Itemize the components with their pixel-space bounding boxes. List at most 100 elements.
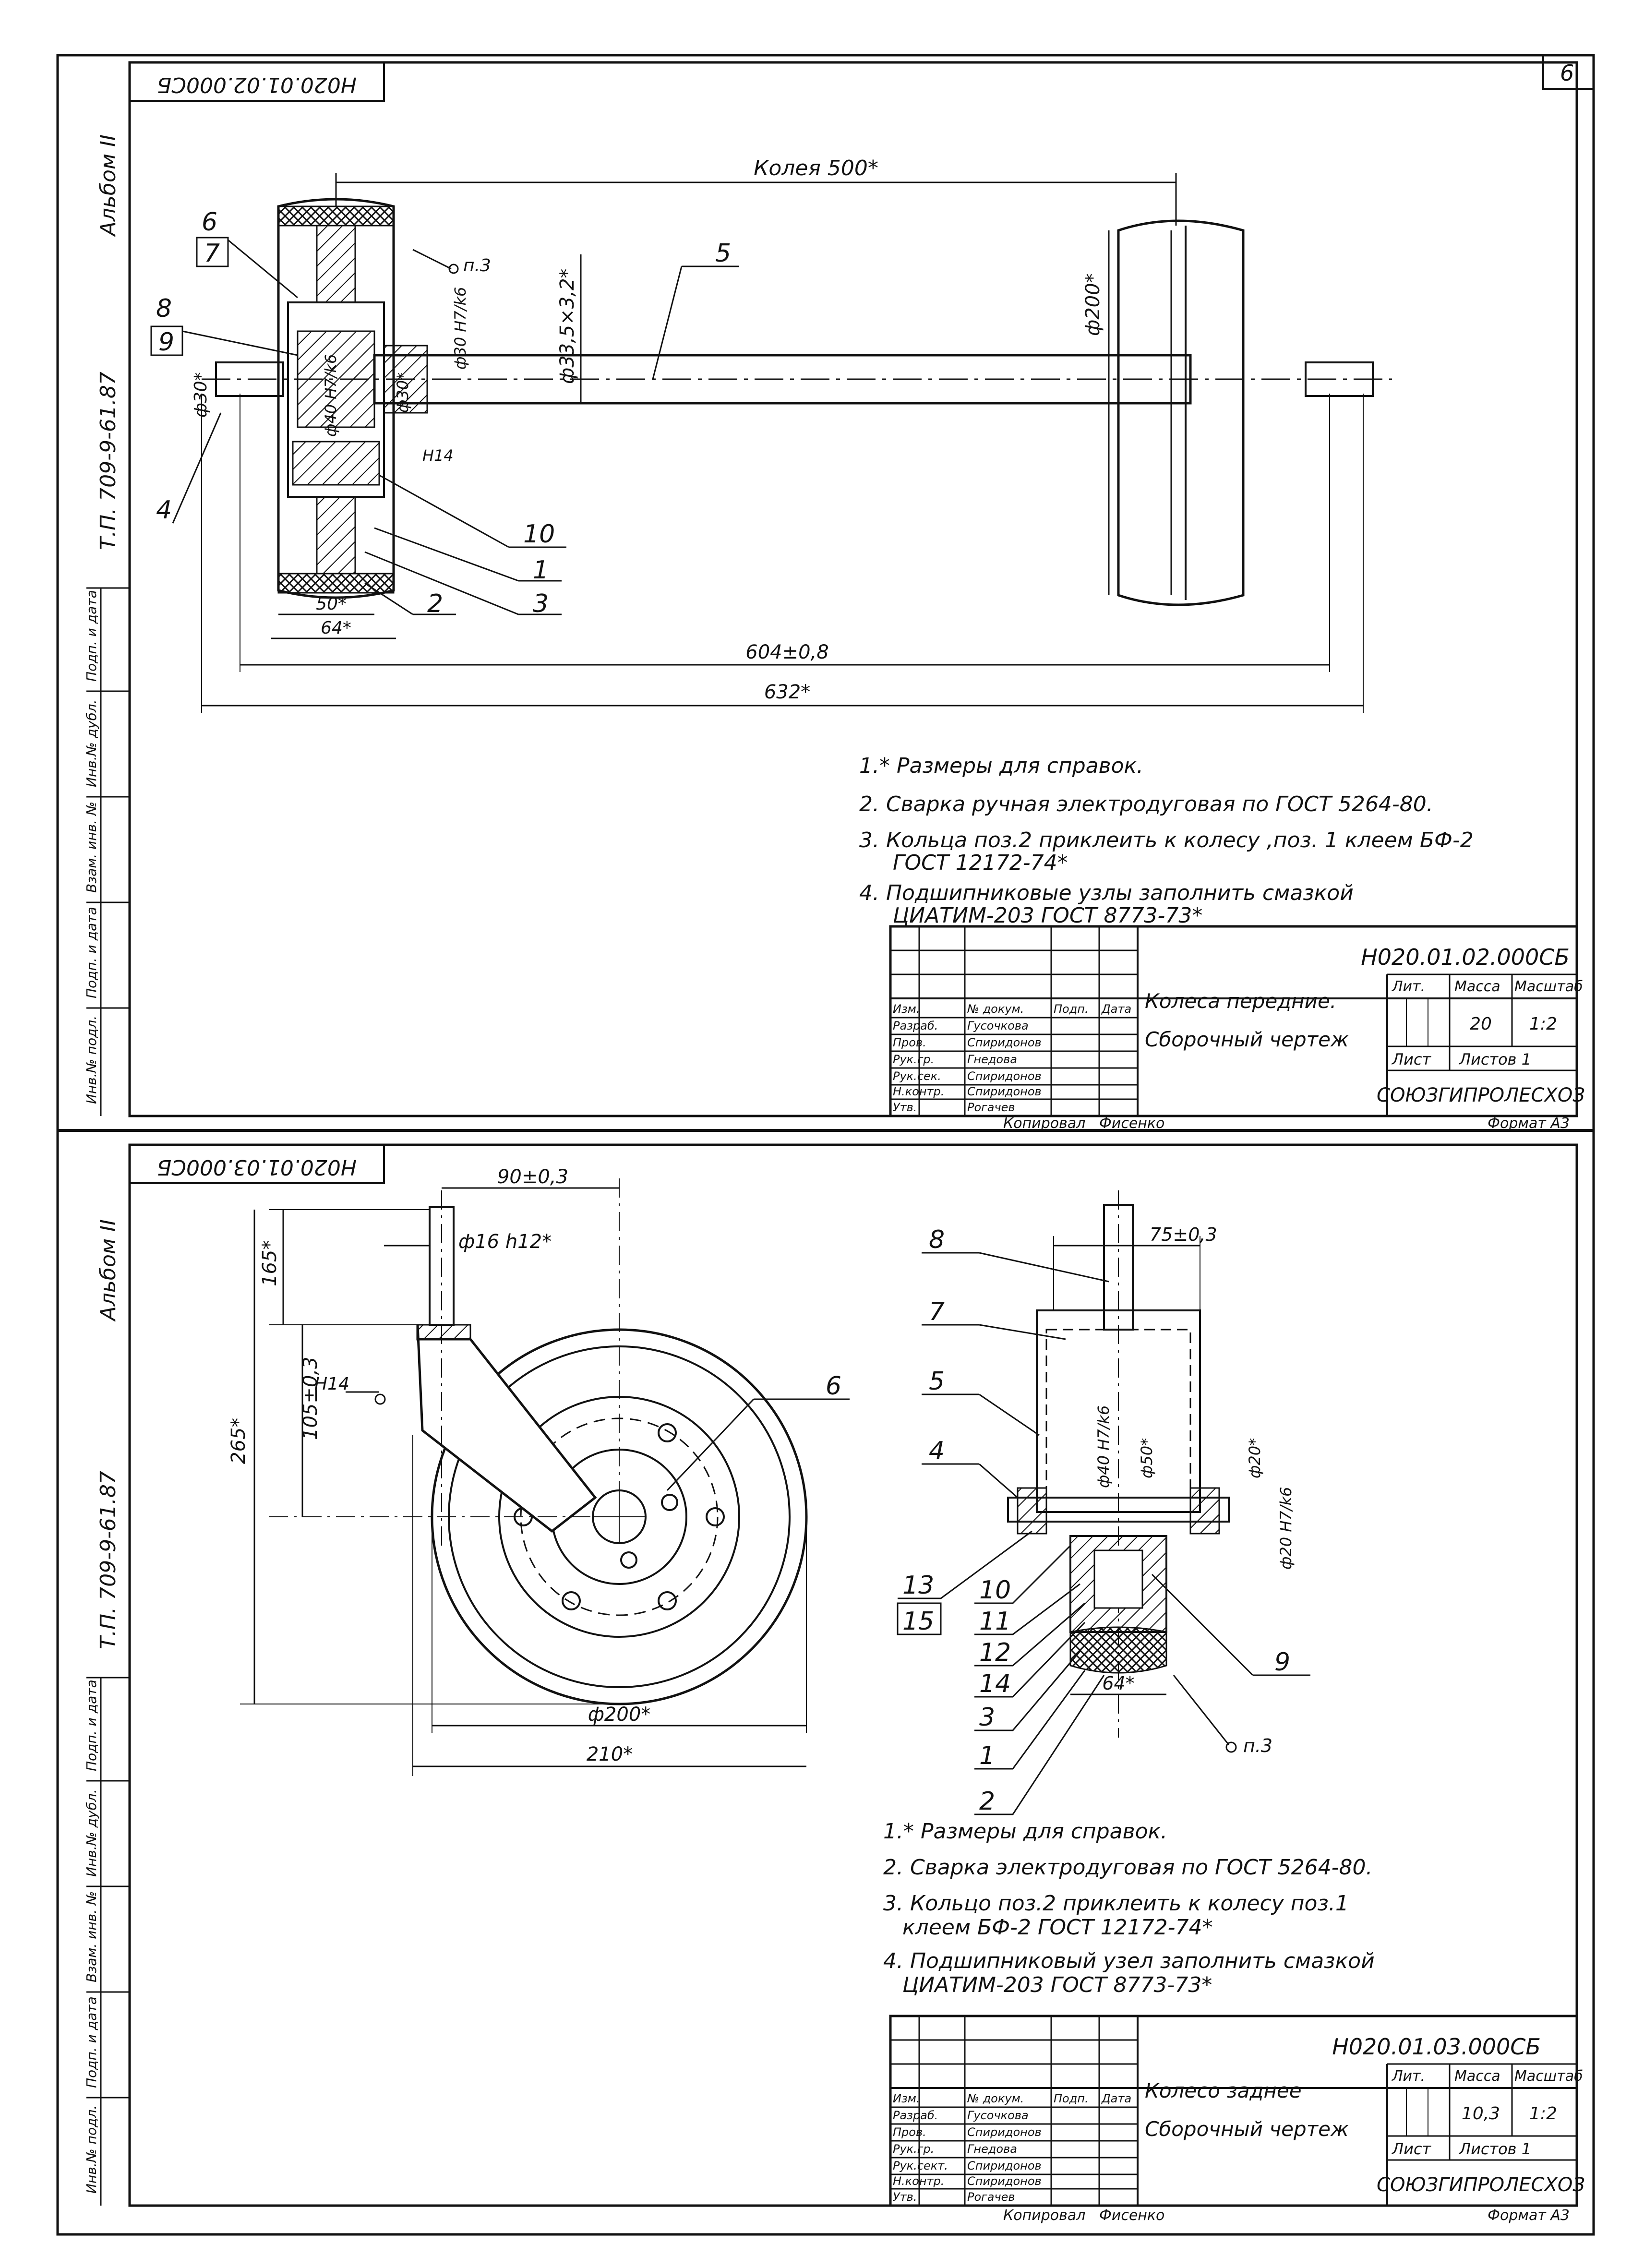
dim-w64: 64* [321, 618, 351, 638]
svg-text:3. Кольцо поз.2 приклеить к ко: 3. Кольцо поз.2 приклеить к колесу поз.1 [883, 1891, 1349, 1916]
svg-text:Спиридонов: Спиридонов [967, 2125, 1042, 2139]
dim-h165: 165* [259, 1240, 281, 1286]
sheet2-album: Альбом II [96, 1219, 120, 1322]
dim-axle: ф33,5×3,2* [556, 269, 578, 384]
svg-text:Подп. и дата: Подп. и дата [84, 907, 99, 998]
sheet2-project-code: Т.П. 709-9-61.87 [96, 1471, 120, 1649]
dim-wheel-dia: ф200* [1082, 273, 1104, 336]
svg-text:4. Подшипниковый узел заполнит: 4. Подшипниковый узел заполнить смазкой [883, 1949, 1375, 1973]
weld-ref2: п.3 [1243, 1735, 1272, 1756]
svg-text:9: 9 [158, 328, 174, 357]
dim-len632: 632* [764, 681, 810, 703]
dim-wheel-dia2: ф200* [588, 1704, 651, 1726]
svg-text:Инв.№ дубл.: Инв.№ дубл. [84, 1789, 99, 1877]
sheet2-notes: 1.* Размеры для справок. 2. Сварка элект… [883, 1819, 1375, 1997]
sheet1-callouts: 6 7 8 9 4 5 10 1 3 2 [150, 208, 739, 618]
svg-text:5: 5 [715, 239, 731, 268]
svg-text:Фисенко: Фисенко [1099, 1115, 1164, 1132]
svg-text:Лист: Лист [1392, 1050, 1431, 1068]
svg-text:Спиридонов: Спиридонов [967, 1069, 1042, 1083]
svg-text:№ докум.: № докум. [966, 2092, 1024, 2105]
svg-text:Листов 1: Листов 1 [1459, 2140, 1531, 2158]
svg-text:Утв.: Утв. [893, 1101, 917, 1114]
svg-text:№ докум.: № докум. [966, 1002, 1024, 1016]
svg-text:13: 13 [902, 1571, 934, 1600]
svg-text:7: 7 [204, 239, 220, 268]
sheet1-doc-number: Н020.01.02.000СБ [1361, 944, 1570, 970]
rear-wheel-side-view: 90±0,3 ф16 h12* 165* 105±0,3 265* Н14 ф2… [228, 1166, 850, 1776]
svg-text:Копировал: Копировал [1003, 2207, 1085, 2224]
svg-text:6: 6 [202, 208, 217, 237]
svg-text:2. Сварка ручная электродугова: 2. Сварка ручная электродуговая по ГОСТ … [859, 792, 1433, 816]
svg-text:Масштаб: Масштаб [1514, 2068, 1583, 2085]
sheet2-title-block: Н020.01.03.000СБ Колесо заднее Сборочный… [889, 2015, 1585, 2224]
svg-text:5: 5 [929, 1367, 945, 1396]
svg-text:Формат А3: Формат А3 [1488, 2207, 1570, 2224]
sheet2-stamp-number: Н020.01.03.000СБ [157, 1155, 357, 1179]
svg-text:1.* Размеры для справок.: 1.* Размеры для справок. [883, 1819, 1167, 1844]
dim-20: ф20* [1246, 1438, 1264, 1478]
sheet1-title-name: Колеса передние. [1145, 989, 1336, 1013]
svg-text:Рук.сект.: Рук.сект. [893, 2159, 948, 2172]
dim-shaft: ф30* [191, 372, 211, 418]
svg-text:Гнедова: Гнедова [967, 2142, 1017, 2156]
svg-text:4. Подшипниковые узлы заполнит: 4. Подшипниковые узлы заполнить смазкой [859, 881, 1354, 905]
svg-text:8: 8 [929, 1225, 945, 1254]
svg-text:Масса: Масса [1454, 978, 1500, 995]
page-number-box [1542, 54, 1595, 90]
svg-text:2: 2 [427, 589, 443, 618]
svg-text:Дата: Дата [1101, 2092, 1131, 2105]
svg-text:2. Сварка электродуговая по ГО: 2. Сварка электродуговая по ГОСТ 5264-80… [883, 1855, 1373, 1880]
svg-text:1: 1 [979, 1741, 995, 1770]
svg-text:Гусочкова: Гусочкова [967, 1019, 1029, 1032]
sheet1-title-type: Сборочный чертеж [1145, 1028, 1349, 1051]
svg-text:Рогачев: Рогачев [967, 2190, 1015, 2204]
sheet1-mass: 20 [1470, 1014, 1492, 1034]
dim-w30: ф30* [394, 372, 412, 413]
svg-text:Рук.гр.: Рук.гр. [893, 2142, 934, 2156]
svg-text:Спиридонов: Спиридонов [967, 1036, 1042, 1049]
page-frame: 6 [56, 54, 1595, 2236]
sheet1-project-code: Т.П. 709-9-61.87 [96, 372, 120, 550]
svg-text:Утв.: Утв. [893, 2190, 917, 2204]
sheet2-scale: 1:2 [1529, 2104, 1557, 2124]
sheet2-callouts: 8 7 5 4 13 15 10 11 12 14 [897, 1225, 1310, 1816]
svg-text:10: 10 [523, 520, 555, 549]
svg-text:Лит.: Лит. [1392, 978, 1425, 995]
dim-w210: 210* [587, 1743, 633, 1765]
svg-text:Разраб.: Разраб. [893, 1019, 938, 1032]
svg-text:Изм.: Изм. [893, 2092, 920, 2105]
svg-text:1.* Размеры для справок.: 1.* Размеры для справок. [859, 754, 1143, 778]
dim-tol: Н14 [422, 446, 454, 465]
dim-hub40: ф40 Н7/k6 [1094, 1405, 1113, 1488]
svg-text:клеем БФ-2 ГОСТ 12172-74*: клеем БФ-2 ГОСТ 12172-74* [902, 1915, 1213, 1940]
svg-text:Инв.№ подл.: Инв.№ подл. [84, 1016, 99, 1104]
svg-text:Копировал: Копировал [1003, 1115, 1085, 1132]
svg-text:Взам. инв. №: Взам. инв. № [84, 1891, 99, 1982]
svg-text:1: 1 [533, 556, 549, 585]
sheet2-side-columns: Инв.№ подл. Подп. и дата Взам. инв. № Ин… [84, 1680, 130, 2194]
dim-pin: ф16 h12* [458, 1231, 552, 1253]
svg-text:Дата: Дата [1101, 1002, 1131, 1016]
svg-text:3: 3 [533, 589, 549, 618]
svg-text:Взам. инв. №: Взам. инв. № [84, 802, 99, 893]
svg-text:Гнедова: Гнедова [967, 1053, 1017, 1066]
svg-text:Спиридонов: Спиридонов [967, 2174, 1042, 2188]
sheet1-album: Альбом II [96, 134, 120, 237]
weld-ref: п.3 [463, 256, 491, 276]
svg-text:8: 8 [156, 294, 172, 323]
dim-w64b: 64* [1102, 1673, 1134, 1694]
sheet2-title-name: Колесо заднее [1145, 2079, 1302, 2102]
svg-text:Н.контр.: Н.контр. [893, 1085, 944, 1098]
sheet1-title-block: Н020.01.02.000СБ Колеса передние. Сбороч… [889, 925, 1585, 1132]
svg-text:Инв.№ дубл.: Инв.№ дубл. [84, 699, 99, 787]
svg-text:Рогачев: Рогачев [967, 1101, 1015, 1114]
svg-text:Изм.: Изм. [893, 1002, 920, 1016]
svg-text:Рук.гр.: Рук.гр. [893, 1053, 934, 1066]
dim-hub: ф40 Н7/k6 [322, 354, 340, 437]
svg-text:Фисенко: Фисенко [1099, 2207, 1164, 2224]
sheet1-side-columns: Инв.№ подл. Подп. и дата Взам. инв. № Ин… [84, 590, 130, 1104]
svg-text:11: 11 [979, 1607, 1011, 1636]
svg-text:ГОСТ 12172-74*: ГОСТ 12172-74* [893, 851, 1068, 875]
